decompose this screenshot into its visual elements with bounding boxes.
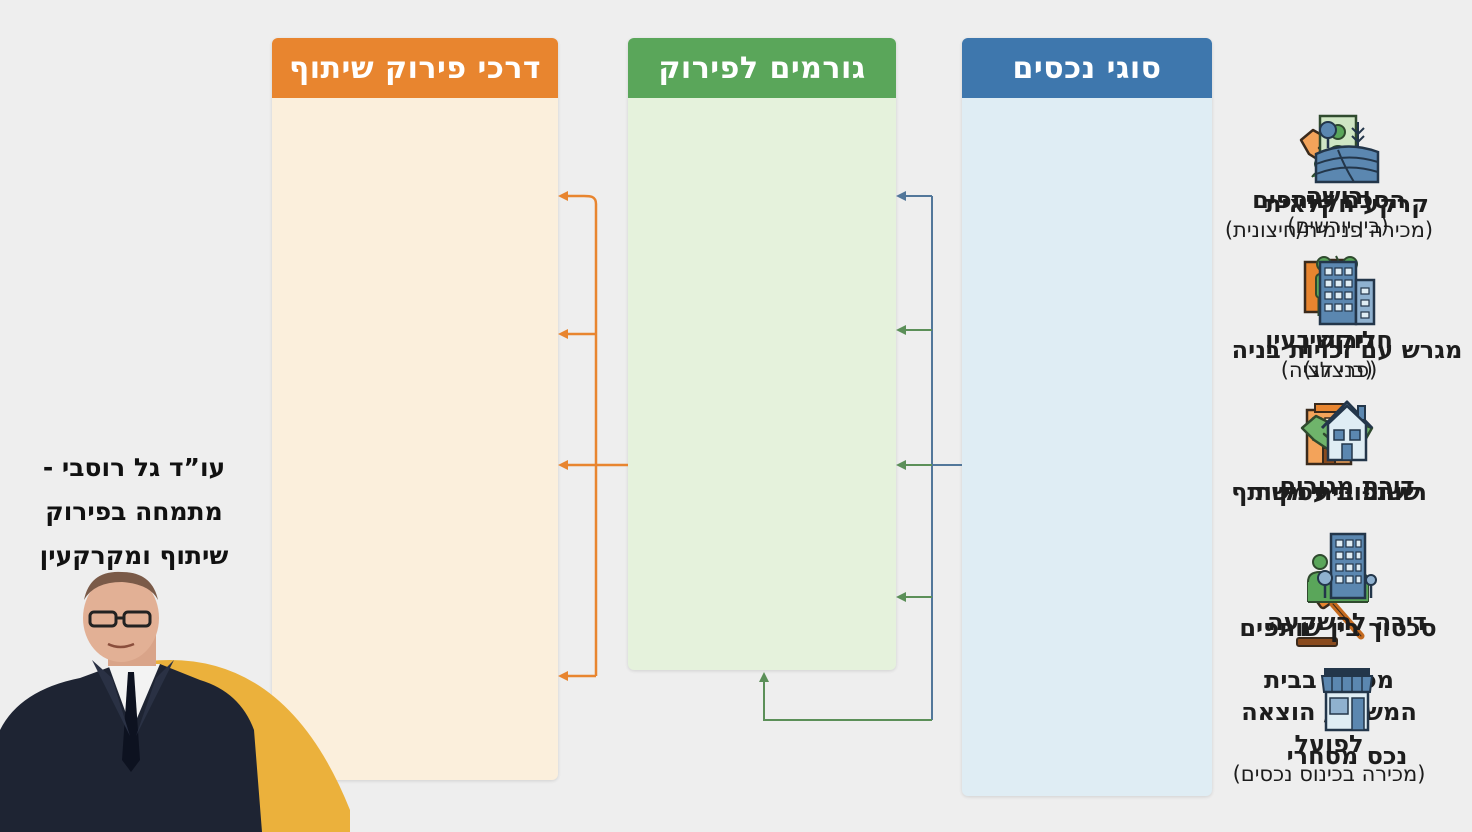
methods-connector: [566, 194, 628, 678]
assets-connector: [904, 195, 962, 720]
lawyer-caption: עו”ד גל רוסבי - מתמחה בפירוק שיתוף ומקרק…: [14, 446, 254, 578]
assets-arrowheads: [896, 191, 906, 201]
method-partition-sub: (פרצלציה): [1280, 358, 1378, 382]
caption-line-1: עו”ד גל רוסבי -: [42, 453, 226, 482]
assets-column-header: סוגי נכסים: [962, 38, 1212, 98]
method-agreement-title: הסכם שותפים: [1252, 186, 1406, 214]
asset-farmland-title: קרקע חקלאית: [1265, 190, 1429, 218]
caption-line-2: מתמחה בפירוק: [45, 497, 223, 526]
asset-investment-title: דירה להשקעה: [1267, 608, 1427, 636]
method-agreement-sub: (מכירה פנימית/חיצונית): [1224, 218, 1434, 242]
cause-business-title: שותפות עסקית: [1255, 478, 1421, 506]
method-condo-title: רישום בית משותף: [1231, 478, 1427, 506]
cause-divorce-sub: (בני זוג): [1303, 358, 1373, 382]
methods-column-header: דרכי פירוק שיתוף: [272, 38, 558, 98]
asset-commercial-title: נכס מסחרי: [1286, 742, 1408, 770]
asset-commercial: נכס מסחרי: [1222, 666, 1472, 772]
farmland-icon: [1314, 121, 1380, 184]
asset-farmland: קרקע חקלאית: [1222, 118, 1472, 220]
plot-buildings-icon: [1318, 260, 1376, 326]
storefront-icon: [1320, 668, 1374, 732]
cause-divorce-title: גירושין: [1301, 326, 1375, 354]
asset-investment: דירה להשקעה: [1222, 532, 1472, 638]
lawyer-portrait: [0, 571, 350, 832]
caption-line-3: שיתוף ומקרקעין: [39, 541, 229, 570]
apartment-tower-icon: [1317, 532, 1377, 600]
cause-inheritance-title: ירושה: [1305, 182, 1371, 210]
methods-column: דרכי פירוק שיתוף: [272, 38, 558, 780]
asset-plot: מגרש עם זכויות בניה: [1222, 260, 1472, 366]
method-partition-title: חלוקה בעין: [1265, 326, 1393, 354]
methods-arrowheads: [558, 191, 568, 681]
method-court-sale-sub: (מכירה בכינוס נכסים): [1232, 762, 1426, 786]
causes-column: גורמים לפירוק: [628, 38, 896, 670]
causes-column-header: גורמים לפירוק: [628, 38, 896, 98]
cause-inheritance-sub: (בין יורשים): [1287, 214, 1389, 238]
asset-residential: דירת מגורים: [1222, 398, 1472, 502]
assets-column: סוגי נכסים: [962, 38, 1212, 796]
asset-plot-title: מגרש עם זכויות בניה: [1231, 336, 1463, 364]
cause-conflict-title: סכסוך בין שותפים: [1239, 614, 1437, 642]
asset-residential-title: דירת מגורים: [1279, 472, 1415, 500]
house-icon: [1320, 400, 1374, 462]
